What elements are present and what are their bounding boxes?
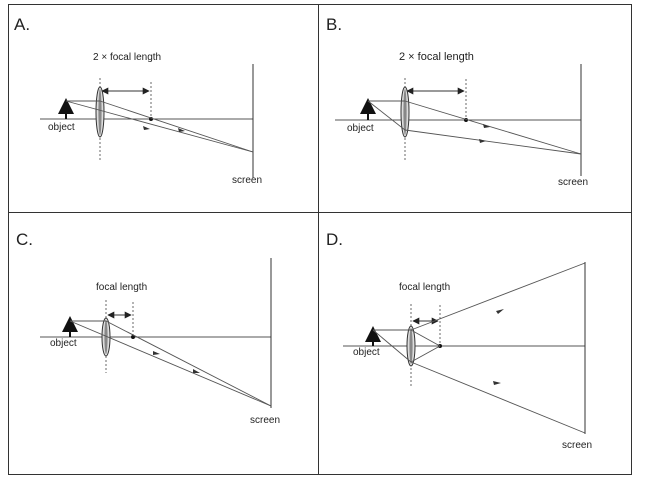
object-label: object: [347, 123, 374, 134]
panel-b-letter: B.: [326, 15, 342, 34]
panel-b: B. 2 × focal length object screen: [326, 15, 588, 188]
screen-label: screen: [562, 440, 592, 451]
light-rays: [65, 100, 254, 153]
light-rays: [372, 262, 586, 434]
screen-label: screen: [558, 177, 588, 188]
grid-borders: [8, 4, 632, 475]
object-label: object: [353, 347, 380, 358]
distance-label: focal length: [399, 282, 450, 293]
light-rays: [367, 100, 582, 155]
screen-label: screen: [250, 415, 280, 426]
distance-label: 2 × focal length: [93, 52, 161, 63]
object-label: object: [48, 122, 75, 133]
distance-label: 2 × focal length: [399, 51, 474, 63]
panel-d-letter: D.: [326, 230, 343, 249]
panel-a: A. 2 × focal length object screen: [14, 15, 262, 186]
light-rays: [69, 320, 272, 407]
focal-point: [131, 335, 135, 339]
panel-c-letter: C.: [16, 230, 33, 249]
screen-label: screen: [232, 175, 262, 186]
lens: [406, 325, 416, 367]
panel-c: C. focal length object screen: [16, 230, 280, 426]
panel-d: D. focal length object screen: [326, 230, 592, 451]
object-label: object: [50, 338, 77, 349]
lens: [95, 86, 105, 138]
lens: [101, 317, 111, 357]
lens: [400, 86, 410, 138]
distance-label: focal length: [96, 282, 147, 293]
panel-a-letter: A.: [14, 15, 30, 34]
